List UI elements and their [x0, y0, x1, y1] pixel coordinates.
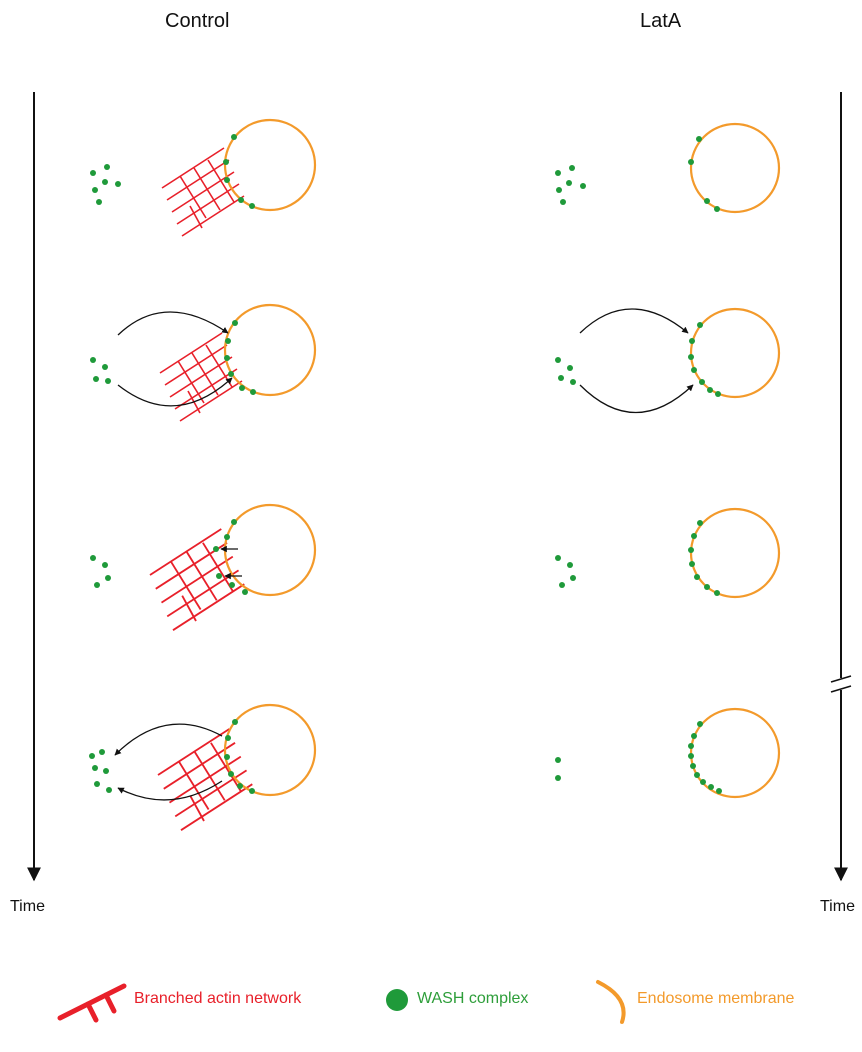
wash-on-endosome [213, 519, 248, 595]
actin-network [157, 728, 254, 832]
axis-break-mark [830, 685, 852, 693]
wash-on-endosome [224, 320, 256, 395]
recruitment-arrow [117, 377, 233, 407]
legend-actin-glyph [57, 983, 127, 1023]
wash-cluster [555, 555, 576, 588]
wash-on-endosome [223, 134, 255, 209]
wash-cluster [90, 164, 121, 205]
wash-cluster [555, 757, 561, 781]
control-stage-1 [90, 118, 317, 237]
lata-stage-4 [555, 707, 781, 799]
control-stage-4 [89, 703, 317, 832]
wash-cluster [555, 165, 586, 205]
wash-cluster [555, 357, 576, 385]
time-axis-label-left: Time [10, 898, 45, 915]
recruitment-arrow [579, 308, 689, 334]
recruitment-arrow [579, 384, 694, 414]
endosome-membrane [223, 703, 317, 797]
lata-stage-3 [555, 507, 781, 599]
wash-on-endosome [688, 721, 722, 794]
lata-stage-1 [555, 122, 781, 214]
endosome-membrane [223, 503, 317, 597]
wash-on-endosome [224, 719, 255, 794]
wash-on-endosome [688, 520, 720, 596]
endosome-membrane [223, 303, 317, 397]
endosome-membrane [689, 307, 781, 399]
lata-stage-2 [555, 307, 781, 414]
wash-cluster [90, 357, 111, 384]
control-stage-2 [90, 303, 317, 422]
endosome-membrane [689, 122, 781, 214]
actin-network [159, 332, 243, 422]
axis-break [834, 678, 848, 690]
recruitment-arrow [117, 311, 229, 336]
legend-wash-glyph [386, 989, 408, 1011]
column-title-lata: LatA [640, 10, 682, 32]
release-arrow [114, 723, 223, 756]
wash-on-endosome [688, 136, 720, 212]
release-arrow [117, 780, 223, 801]
endosome-membrane [223, 118, 317, 212]
legend-label-wash: WASH complex [417, 990, 529, 1007]
legend-label-actin: Branched actin network [134, 990, 302, 1007]
wash-cluster [90, 555, 111, 588]
actin-network [161, 147, 245, 237]
endosome-membrane [689, 507, 781, 599]
wash-on-endosome [688, 322, 721, 397]
wash-cluster [89, 749, 112, 793]
control-stage-3 [90, 503, 317, 632]
axis-break-mark [830, 675, 852, 683]
actin-network [149, 528, 246, 632]
time-axis-label-right: Time [820, 898, 855, 915]
column-title-control: Control [165, 10, 230, 32]
legend-endosome-glyph [596, 980, 626, 1024]
legend-label-endosome: Endosome membrane [637, 990, 795, 1007]
